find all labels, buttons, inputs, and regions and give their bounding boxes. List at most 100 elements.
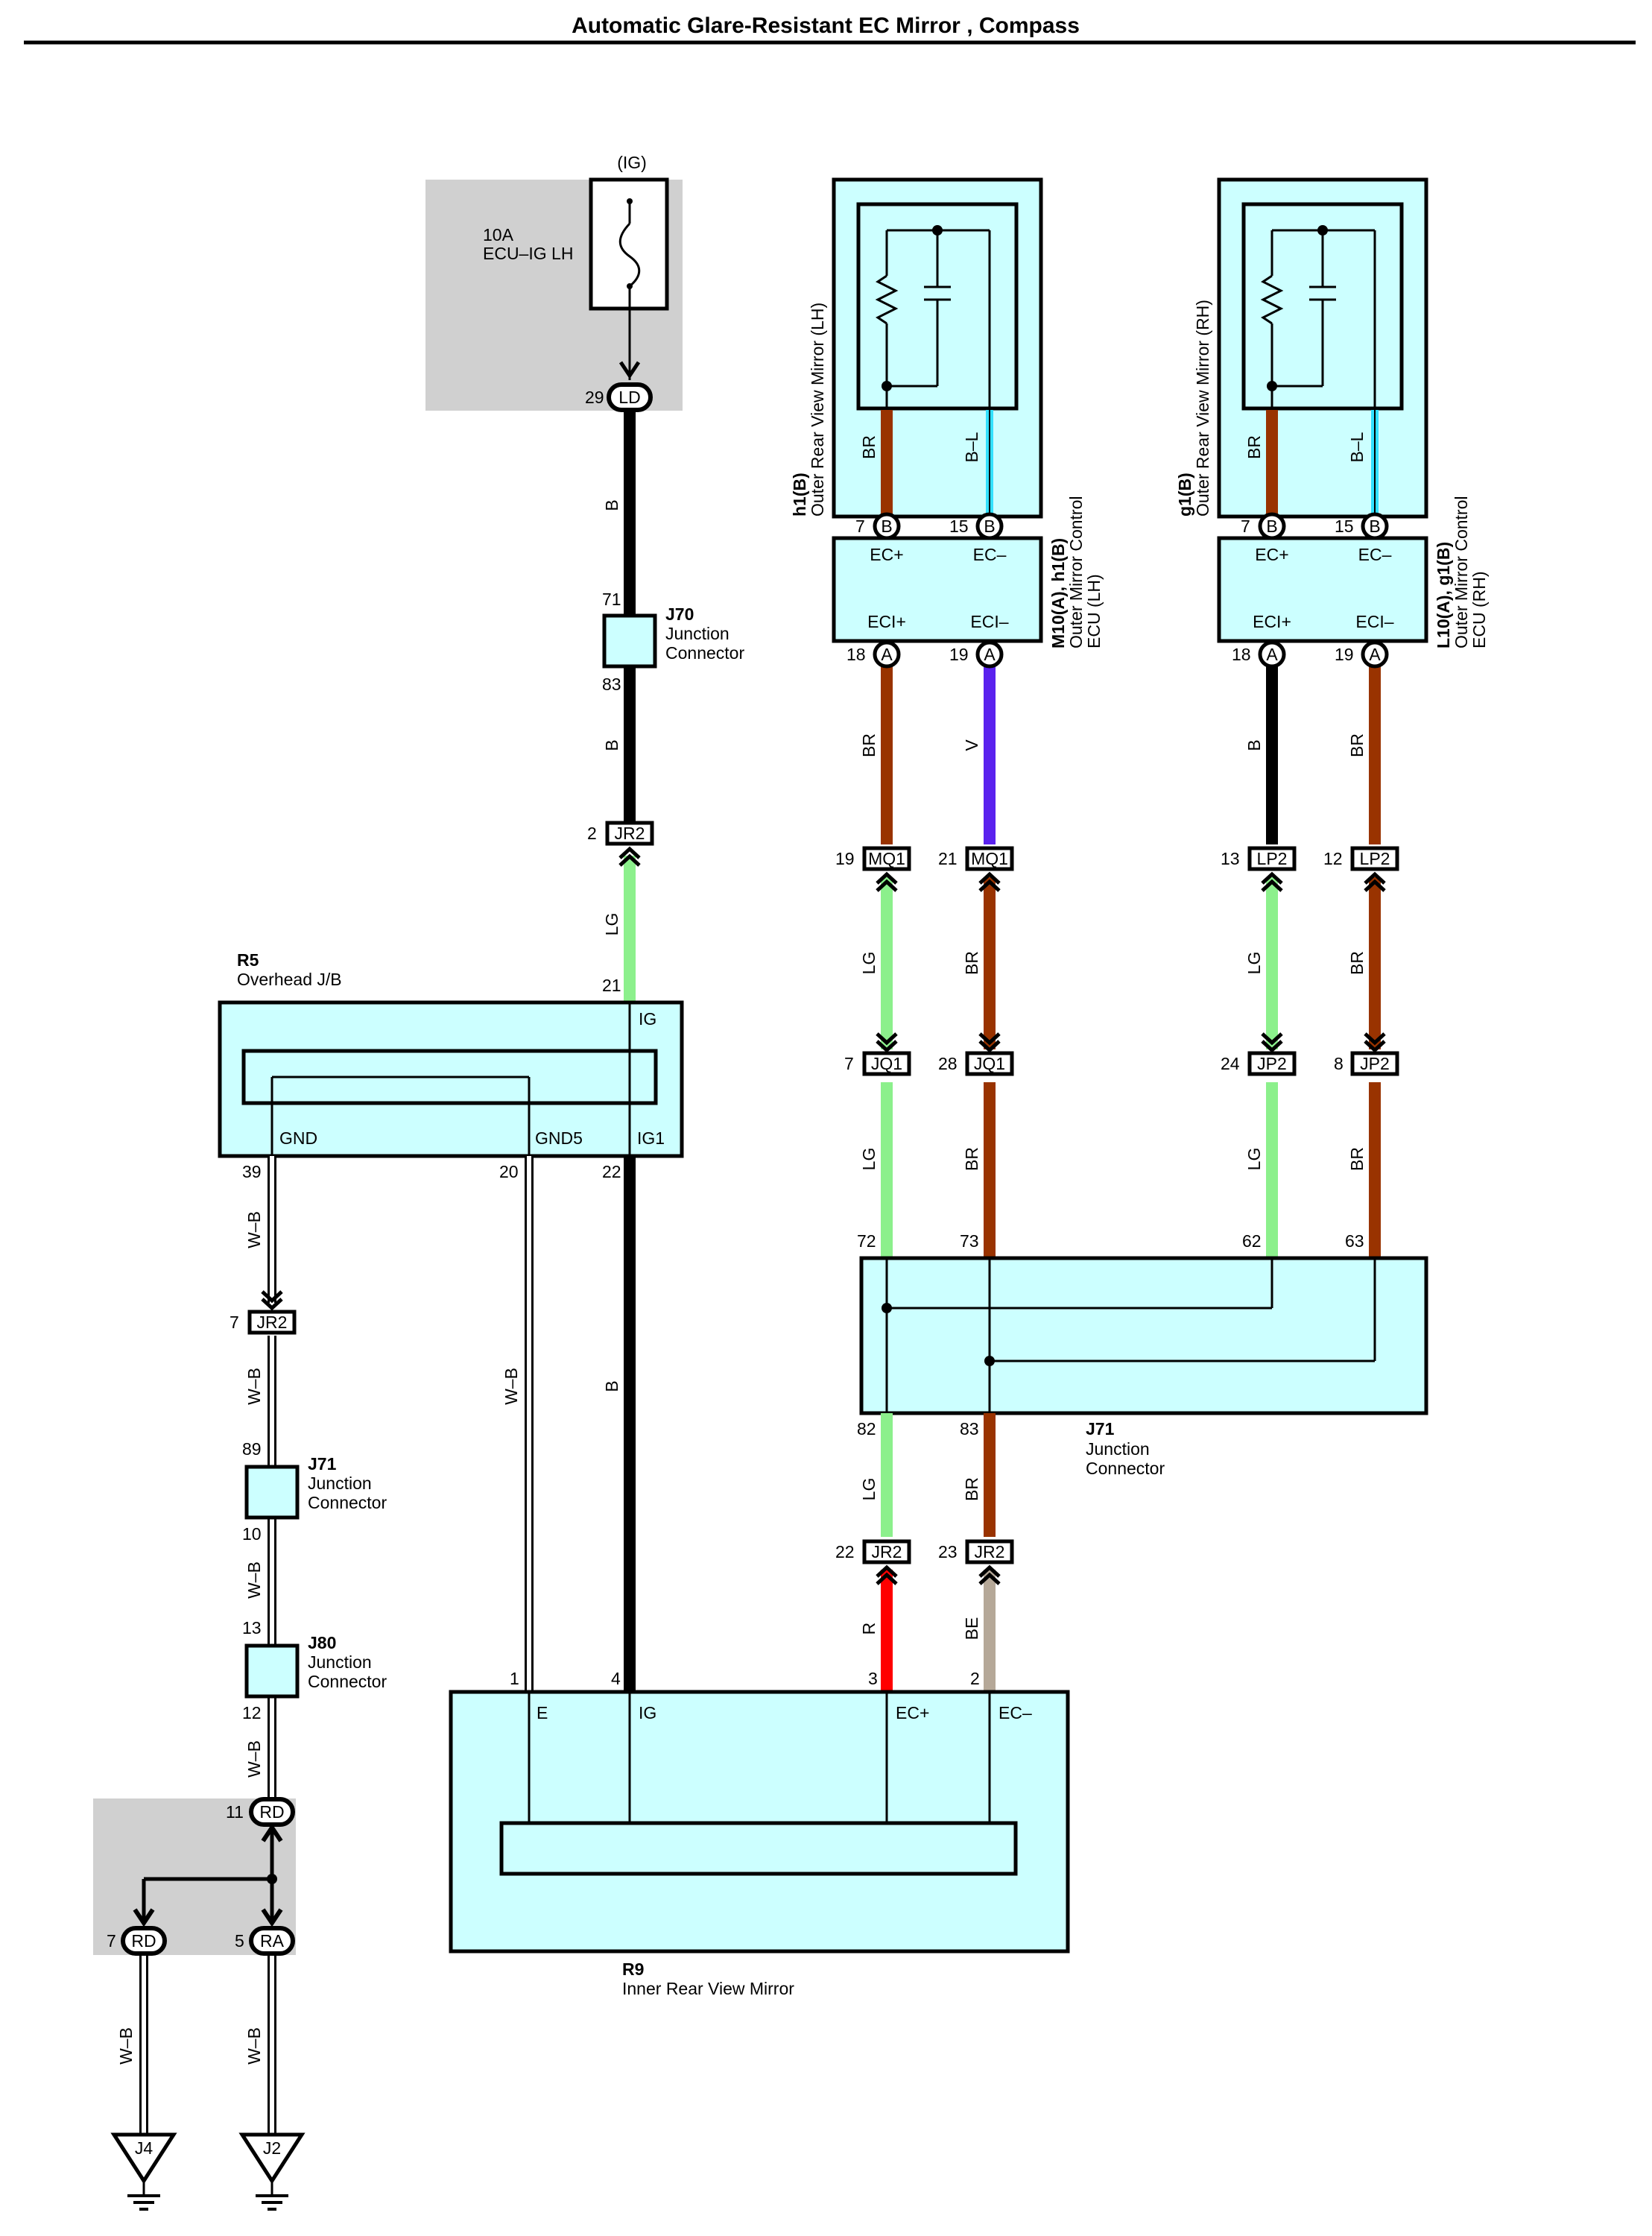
mq1-19-label: MQ1: [868, 849, 905, 868]
pin-r5-39: 39: [242, 1162, 262, 1181]
r5-gnd-label: GND: [279, 1128, 317, 1148]
rd-up-arrow: [261, 1823, 283, 1842]
pin-j71-82: 82: [857, 1419, 876, 1438]
mirror-lh-inner: [856, 202, 1019, 411]
pin-j71-83: 83: [960, 1419, 979, 1438]
j71-right-code: J71: [1086, 1419, 1115, 1438]
mq1-21-connector: [965, 846, 1014, 871]
j70-line2: Connector: [665, 643, 744, 663]
rh-a18-label: A: [1266, 645, 1278, 664]
jr2-7-connector: [247, 1310, 297, 1335]
pin-jr2-23: 23: [938, 1542, 958, 1561]
ld-connector-label: LD: [618, 388, 640, 407]
jr2-7-label: JR2: [257, 1313, 288, 1332]
pin-rd-7: 7: [107, 1931, 116, 1951]
wire-label-wb-1: W–B: [244, 1211, 264, 1248]
lp2-12-label: LP2: [1360, 849, 1390, 868]
ra-down-arrow: [261, 1908, 283, 1927]
fuse-name: ECU–IG LH: [483, 244, 573, 263]
ground-j4-label: J4: [135, 2138, 154, 2158]
mirror-rh-code: g1(B): [1175, 473, 1194, 517]
pin-j71-62: 62: [1242, 1231, 1262, 1251]
wire-label-br-7: BR: [1347, 1147, 1367, 1171]
r9-code: R9: [622, 1959, 644, 1979]
pin-rh-19: 19: [1335, 645, 1354, 664]
r5-code: R5: [237, 950, 259, 970]
mirror-rh-node-1: [1317, 225, 1328, 236]
wire-label-b-1: B: [602, 499, 621, 511]
j71-right-box: [859, 1256, 1428, 1415]
ecu-lh-ecim: ECI–: [970, 612, 1008, 631]
wire-label-lg-1: LG: [602, 913, 621, 936]
wire-label-br-5: BR: [1347, 733, 1367, 757]
ecu-lh-line2: ECU (LH): [1084, 574, 1104, 648]
lh-a19-label: A: [984, 645, 996, 664]
jr2-2-connector: [605, 821, 654, 846]
jq1-28-connector: [965, 1051, 1014, 1076]
wire-label-br-8: BR: [962, 1477, 981, 1501]
ecu-rh-ecip: ECI+: [1253, 612, 1291, 631]
wire-label-lg-3: LG: [859, 1148, 879, 1171]
rd11-connector: [249, 1797, 295, 1827]
wire-label-br-4: BR: [962, 1147, 981, 1171]
lp2-12-connector: [1350, 846, 1399, 871]
mirror-lh-node-2: [882, 381, 892, 391]
pin-r9-4: 4: [611, 1669, 621, 1688]
pin-mq1-21: 21: [938, 849, 958, 868]
ground-j4: [110, 2132, 177, 2211]
jr2-23-connector: [965, 1539, 1014, 1564]
wire-label-bl-lh: B–L: [962, 432, 981, 462]
j71-left-line2: Connector: [308, 1493, 387, 1512]
ecu-rh-box: [1217, 536, 1428, 643]
j70-pin-top: 71: [602, 590, 621, 609]
ground-j2-label: J2: [263, 2138, 281, 2158]
jp2-8-connector: [1350, 1051, 1399, 1076]
ld-connector: [607, 382, 653, 412]
pin-jq1-7: 7: [844, 1054, 854, 1073]
diagram-title: Automatic Glare-Resistant EC Mirror , Co…: [572, 13, 1080, 38]
lh-a18-connector: [873, 640, 901, 669]
fuse-source-label: (IG): [617, 153, 647, 172]
j80-connector: [244, 1643, 300, 1699]
j80-line1: Junction: [308, 1652, 372, 1672]
wire-label-be: BE: [962, 1617, 981, 1640]
j71-left-pin-bottom: 10: [242, 1524, 262, 1544]
pin-mq1-19: 19: [835, 849, 855, 868]
rd7-label: RD: [131, 1931, 156, 1951]
wire-label-wb-5: W–B: [116, 2027, 136, 2065]
lh-b15-label: B: [984, 517, 995, 536]
wire-label-bl-rh: B–L: [1347, 432, 1367, 462]
rh-b15-label: B: [1369, 517, 1380, 536]
j80-code: J80: [308, 1633, 336, 1652]
r9-ecm-label: EC–: [999, 1703, 1032, 1722]
jr2-23-label: JR2: [975, 1542, 1005, 1561]
mirror-rh-name: Outer Rear View Mirror (RH): [1193, 300, 1212, 517]
fuse-terminal-top: [627, 198, 633, 204]
mirror-rh-node-2: [1267, 381, 1277, 391]
r9-inner-bar: [499, 1821, 1018, 1876]
lh-a18-label: A: [881, 645, 893, 664]
jp2-24-label: JP2: [1257, 1054, 1287, 1073]
jr2-22-connector: [862, 1539, 911, 1564]
lp2-13-connector: [1247, 846, 1297, 871]
j71-right-line1: Junction: [1086, 1439, 1150, 1459]
rd-down-arrow: [133, 1908, 155, 1927]
pin-j71-63: 63: [1345, 1231, 1364, 1251]
pin-jq1-28: 28: [938, 1054, 958, 1073]
pin-lh-15: 15: [949, 517, 969, 536]
pin-rh-18: 18: [1232, 645, 1251, 664]
r9-e-label: E: [537, 1703, 548, 1722]
lp2-13-label: LP2: [1257, 849, 1288, 868]
wire-label-b-4: B: [1244, 739, 1264, 751]
rh-b15-connector: [1361, 512, 1389, 540]
wire-label-wb-r5: W–B: [501, 1368, 521, 1405]
jq1-7-label: JQ1: [871, 1054, 902, 1073]
r9-ecp-label: EC+: [896, 1703, 929, 1722]
r5-name: Overhead J/B: [237, 970, 342, 989]
jr2-22-label: JR2: [872, 1542, 902, 1561]
r5-box: [218, 1000, 684, 1158]
rd7-connector: [121, 1926, 167, 1956]
pin-lp2-12: 12: [1323, 849, 1343, 868]
fuse-rating: 10A: [483, 225, 514, 244]
